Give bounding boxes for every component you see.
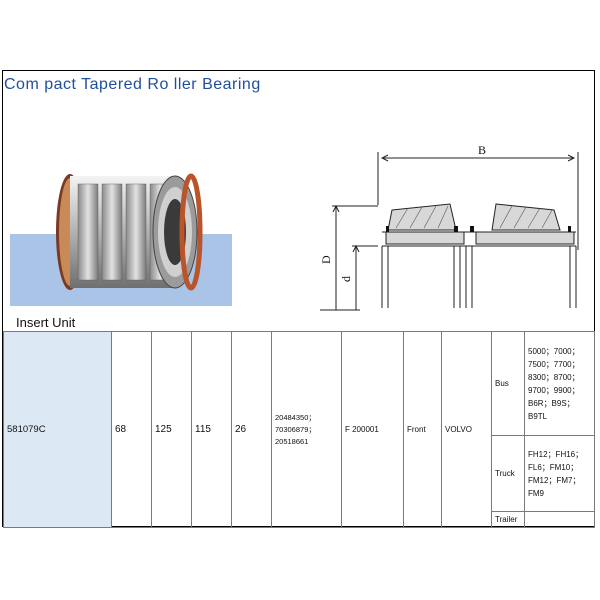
reference-number-cell: F 200001	[341, 331, 404, 528]
brand-cell: VOLVO	[441, 331, 492, 528]
bearing-cross-section-drawing: B D d	[300, 140, 600, 320]
bearing-photo	[10, 162, 232, 306]
oe-numbers-cell: 20484350； 70306879； 20518661	[271, 331, 342, 528]
dimension-d-inner-label: d	[339, 276, 353, 282]
inner-diameter-cell: 68	[111, 331, 152, 528]
width-cell: 115	[191, 331, 232, 528]
application-models-cell: FH12；FH16； FL6；FM10； FM12；FM7； FM9	[524, 435, 595, 512]
insert-unit-label: Insert Unit	[16, 315, 76, 330]
specification-table: 581079C 68 125 115 26 20484350； 70306879…	[3, 331, 595, 528]
application-models-cell: 5000；7000； 7500；7700； 8300；8700； 9700；99…	[524, 331, 595, 436]
application-category-cell: Trailer	[491, 511, 525, 528]
application-category-cell: Truck	[491, 435, 525, 512]
application-category-cell: Bus	[491, 331, 525, 436]
dimension-d-outer-label: D	[319, 255, 333, 264]
product-title: Com pact Tapered Ro ller Bearing	[4, 76, 261, 93]
outer-diameter-cell: 125	[151, 331, 192, 528]
application-models-cell	[524, 511, 595, 528]
part-number-cell: 581079C	[3, 331, 112, 528]
bearing-image	[10, 173, 232, 306]
position-cell: Front	[403, 331, 442, 528]
dimension-b-label: B	[478, 143, 486, 157]
c-dimension-cell: 26	[231, 331, 272, 528]
